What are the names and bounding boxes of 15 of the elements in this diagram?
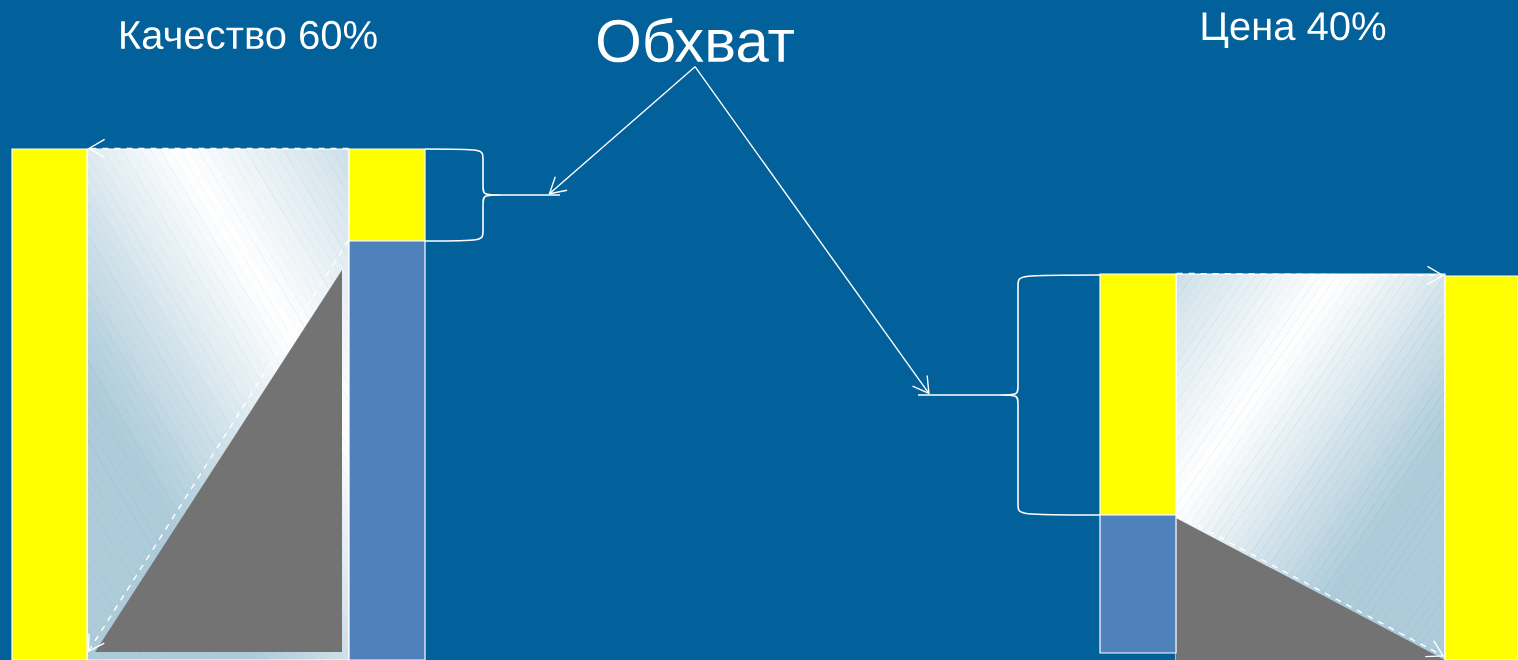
- bar: [11, 148, 88, 660]
- label: Цена 40%: [1202, 12, 1386, 48]
- brace: [917, 274, 1101, 516]
- bar: [1099, 273, 1177, 516]
- brace: [424, 148, 561, 242]
- arrow: [694, 66, 930, 395]
- bar: [1444, 275, 1518, 660]
- arrow: [1175, 265, 1445, 285]
- arrow: [87, 138, 350, 159]
- arrow: [548, 66, 696, 195]
- bar: [348, 148, 426, 242]
- label: Качество 60%: [121, 20, 377, 50]
- bar: [348, 240, 426, 660]
- heading: Обхват: [598, 17, 794, 63]
- bar: [1099, 514, 1177, 654]
